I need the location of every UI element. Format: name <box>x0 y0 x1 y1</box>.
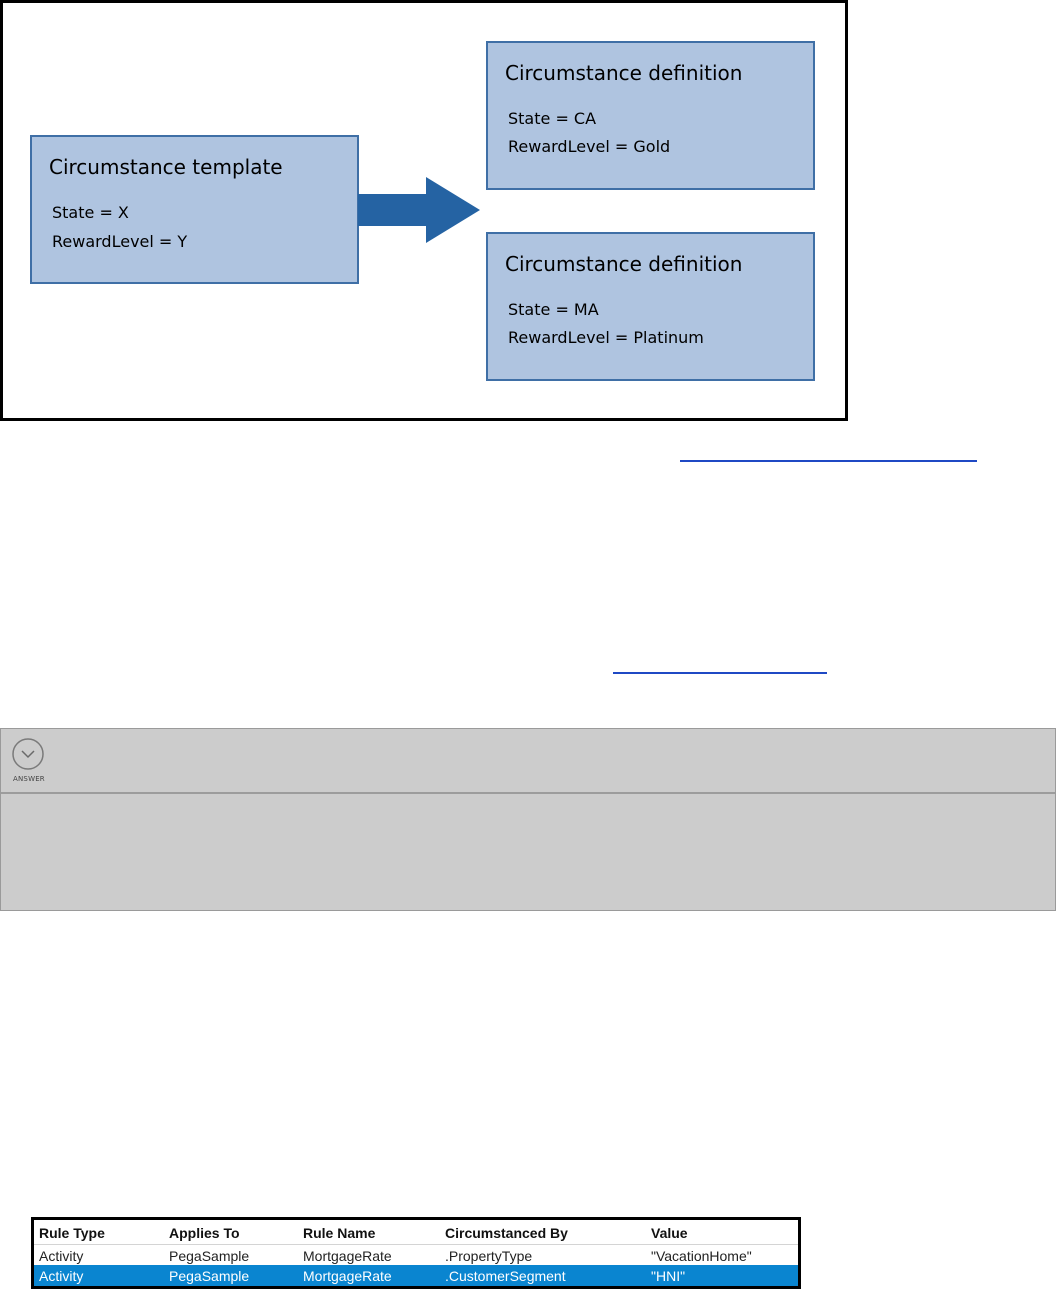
table-row[interactable]: Activity PegaSample MortgageRate .Proper… <box>34 1244 798 1266</box>
definition-state-line: State = CA <box>508 109 597 128</box>
table-cell: MortgageRate <box>303 1268 392 1284</box>
table-cell: MortgageRate <box>303 1248 392 1264</box>
column-header[interactable]: Applies To <box>169 1225 240 1241</box>
table-cell: PegaSample <box>169 1268 250 1284</box>
template-reward-line: RewardLevel = Y <box>52 232 188 251</box>
hyperlink-underline[interactable] <box>680 460 977 462</box>
answer-panel-header: ANSWER <box>1 729 1055 794</box>
column-header[interactable]: Rule Type <box>39 1225 105 1241</box>
circumstance-template-box: Circumstance template State = X RewardLe… <box>30 135 359 284</box>
definition-reward-line: RewardLevel = Gold <box>508 137 671 156</box>
template-state-line: State = X <box>52 203 129 222</box>
definition-reward-line: RewardLevel = Platinum <box>508 328 704 347</box>
circumstance-diagram: Circumstance template State = X RewardLe… <box>0 0 848 421</box>
table-row-selected[interactable]: Activity PegaSample MortgageRate .Custom… <box>34 1265 798 1286</box>
column-header[interactable]: Circumstanced By <box>445 1225 568 1241</box>
column-header[interactable]: Value <box>651 1225 688 1241</box>
table-cell: PegaSample <box>169 1248 250 1264</box>
circumstance-definition-box-ca: Circumstance definition State = CA Rewar… <box>486 41 815 190</box>
column-header[interactable]: Rule Name <box>303 1225 376 1241</box>
table-cell: "VacationHome" <box>651 1248 752 1264</box>
answer-panel: ANSWER <box>0 728 1056 911</box>
chevron-down-icon <box>12 738 44 770</box>
definition-state-line: State = MA <box>508 300 599 319</box>
table-cell: Activity <box>39 1248 84 1264</box>
right-arrow-icon <box>358 177 480 243</box>
circumstanced-rules-table: Rule Type Applies To Rule Name Circumsta… <box>31 1217 801 1289</box>
table-cell: "HNI" <box>651 1268 686 1284</box>
table-cell: .CustomerSegment <box>445 1268 566 1284</box>
circumstance-definition-box-ma: Circumstance definition State = MA Rewar… <box>486 232 815 381</box>
definition-title: Circumstance definition <box>505 61 743 85</box>
answer-toggle-button[interactable]: ANSWER <box>11 737 45 783</box>
table-cell: .PropertyType <box>445 1248 533 1264</box>
hyperlink-underline[interactable] <box>613 672 827 674</box>
definition-title: Circumstance definition <box>505 252 743 276</box>
template-title: Circumstance template <box>49 155 283 179</box>
table-cell: Activity <box>39 1268 84 1284</box>
answer-label: ANSWER <box>13 775 45 783</box>
table-header-row: Rule Type Applies To Rule Name Circumsta… <box>34 1222 798 1243</box>
